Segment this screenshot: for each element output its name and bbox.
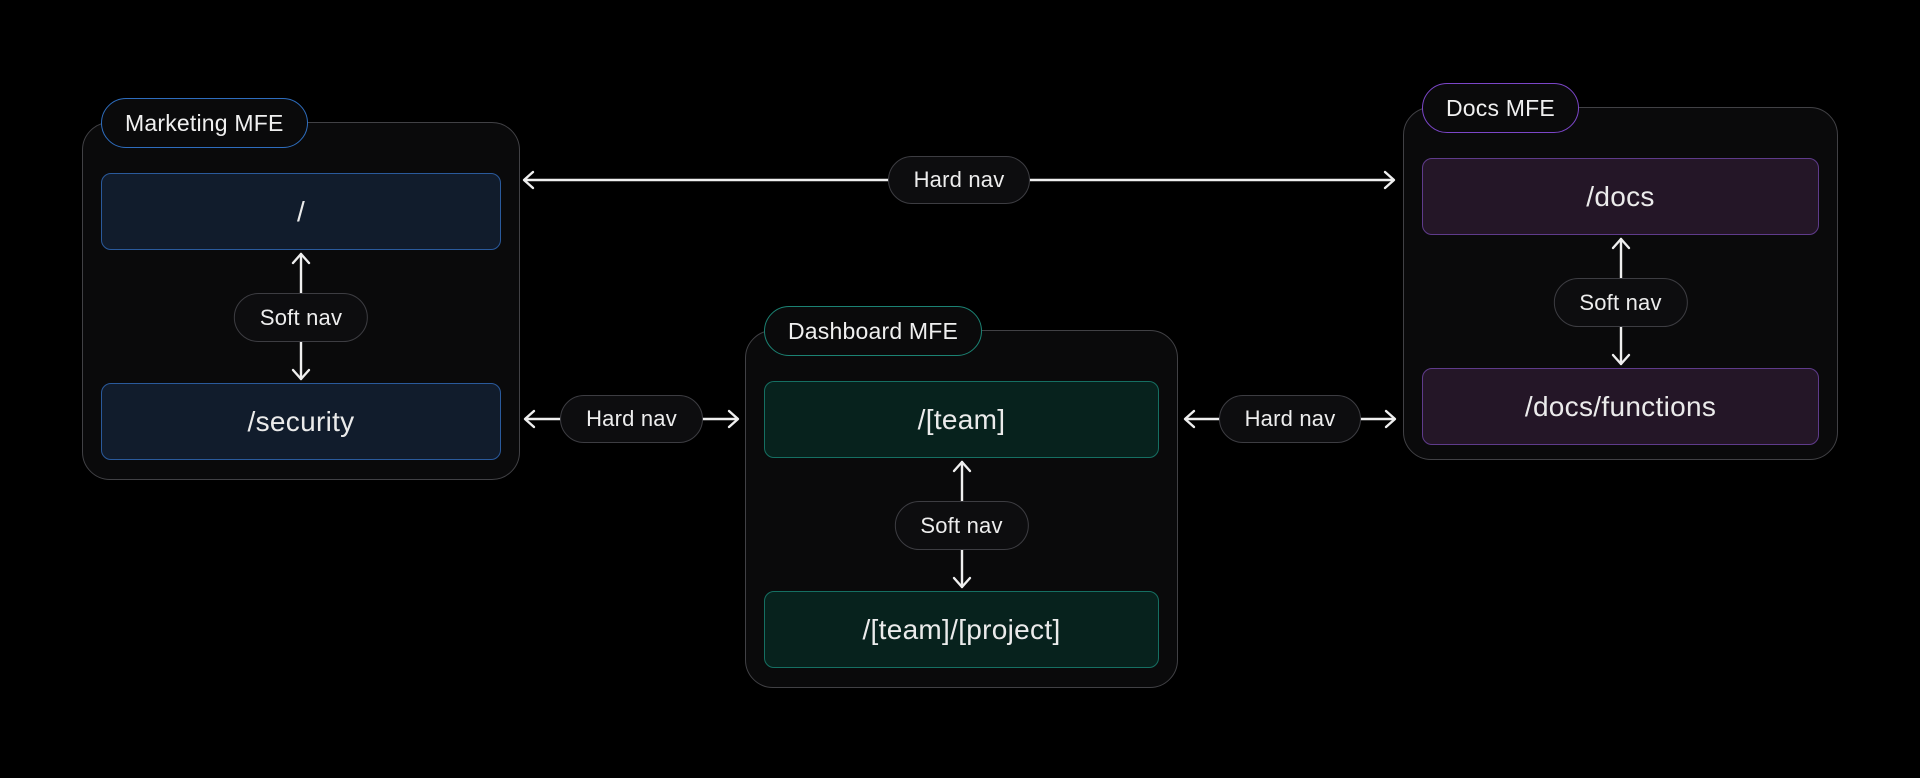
route-box-team: /[team] xyxy=(764,381,1159,458)
group-label-docs-mfe: Docs MFE xyxy=(1422,83,1579,133)
route-box-root: / xyxy=(101,173,501,250)
route-text: /[team] xyxy=(917,403,1006,435)
soft-nav-badge: Soft nav xyxy=(894,501,1029,550)
soft-nav-label: Soft nav xyxy=(920,512,1003,538)
mfe-group-docs: Docs MFE /docs Soft nav /docs/functions xyxy=(1403,83,1838,460)
soft-nav-badge: Soft nav xyxy=(1553,278,1688,327)
arrow-up-icon xyxy=(952,460,971,501)
route-box-team-project: /[team]/[project] xyxy=(764,591,1159,668)
soft-nav-badge: Soft nav xyxy=(233,293,369,342)
route-text: /[team]/[project] xyxy=(862,613,1061,645)
soft-nav-label: Soft nav xyxy=(259,304,343,330)
group-label-text: Marketing MFE xyxy=(125,109,284,136)
route-text: /docs/functions xyxy=(1524,390,1717,422)
arrow-down-icon xyxy=(952,550,971,589)
hard-nav-connector-dashboard-docs: Hard nav xyxy=(1181,395,1399,443)
route-box-security: /security xyxy=(101,383,501,460)
group-label-text: Docs MFE xyxy=(1446,94,1555,121)
mfe-group-marketing: Marketing MFE / Soft nav /security xyxy=(82,98,520,480)
hard-nav-badge: Hard nav xyxy=(887,156,1031,204)
group-label-text: Dashboard MFE xyxy=(788,317,959,344)
route-box-docs-functions: /docs/functions xyxy=(1422,368,1819,445)
hard-nav-connector-marketing-dashboard: Hard nav xyxy=(521,395,742,443)
route-text: /docs xyxy=(1586,180,1655,212)
hard-nav-label: Hard nav xyxy=(913,167,1005,192)
hard-nav-badge: Hard nav xyxy=(560,395,703,443)
hard-nav-label: Hard nav xyxy=(1244,406,1336,431)
group-label-dashboard-mfe: Dashboard MFE xyxy=(764,306,983,356)
arrow-down-icon xyxy=(291,342,311,381)
soft-nav-label: Soft nav xyxy=(1579,289,1662,315)
route-text: / xyxy=(296,195,306,227)
arrow-up-icon xyxy=(1611,237,1630,278)
arrow-up-icon xyxy=(291,252,311,293)
hard-nav-badge: Hard nav xyxy=(1218,395,1362,443)
group-label-marketing-mfe: Marketing MFE xyxy=(101,98,308,148)
route-text: /security xyxy=(247,405,355,437)
route-box-docs: /docs xyxy=(1422,158,1819,235)
hard-nav-connector-marketing-docs: Hard nav xyxy=(520,156,1398,204)
hard-nav-label: Hard nav xyxy=(586,406,677,431)
mfe-group-dashboard: Dashboard MFE /[team] Soft nav /[team]/[… xyxy=(745,306,1178,688)
arrow-down-icon xyxy=(1611,327,1630,366)
